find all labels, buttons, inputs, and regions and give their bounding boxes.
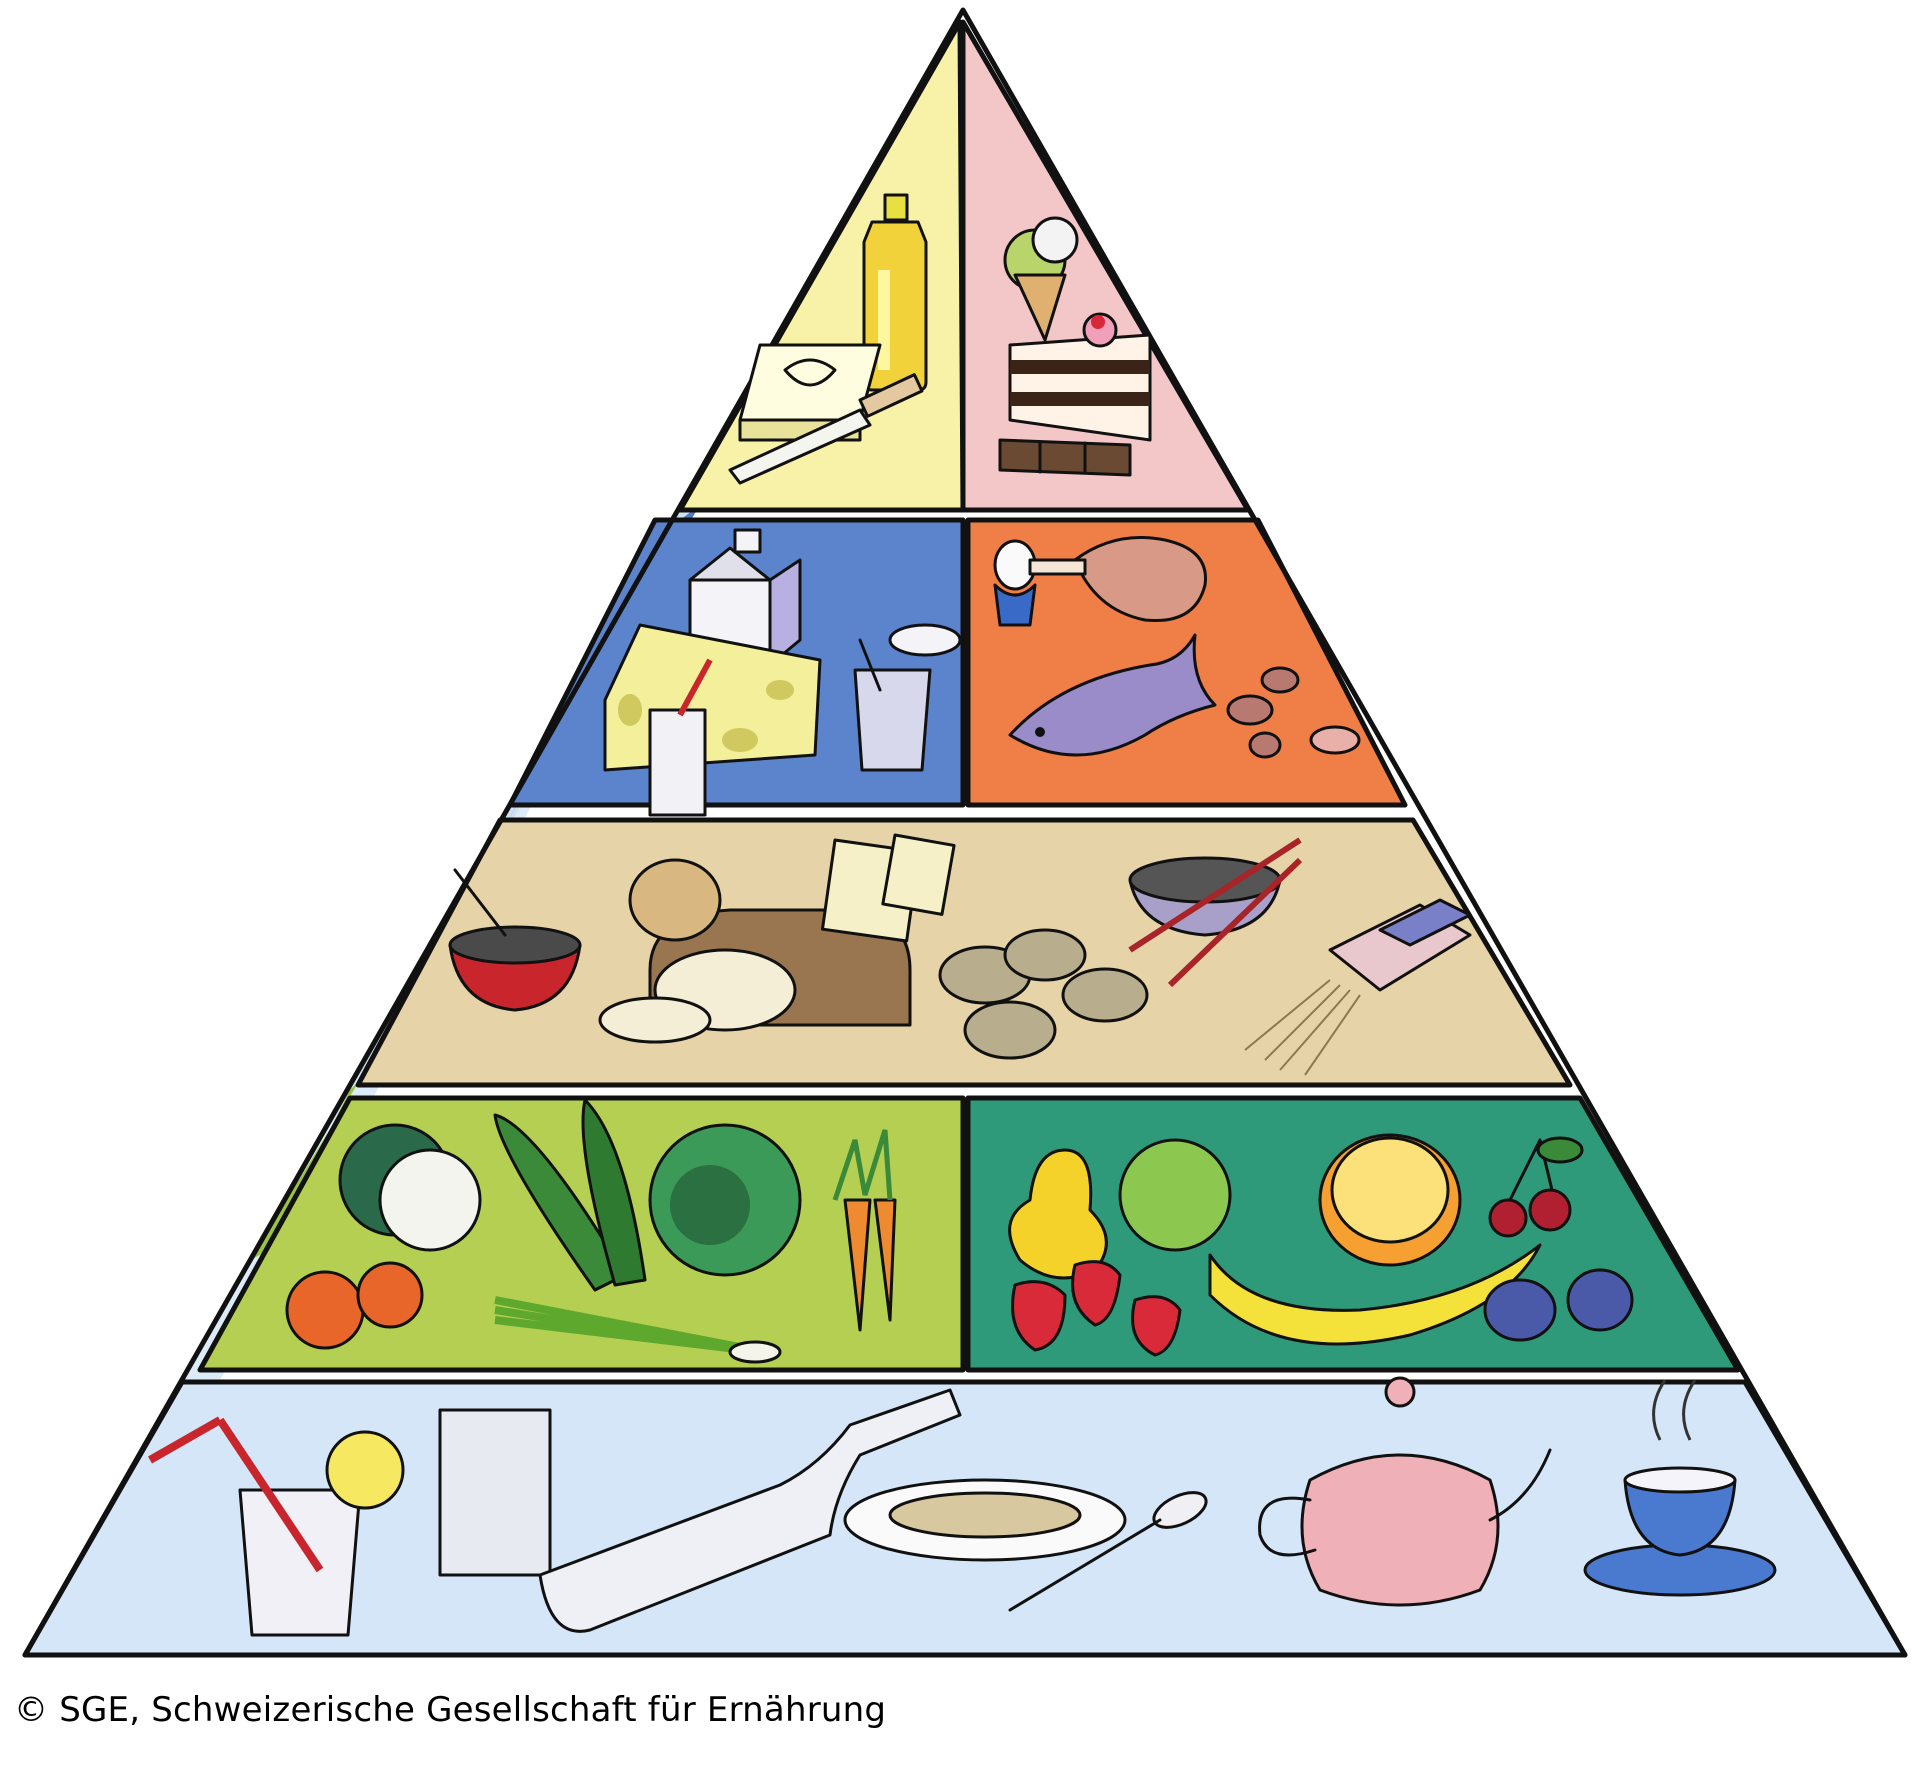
apple-icon — [1118, 1138, 1232, 1252]
ham-icon — [1028, 536, 1207, 623]
yogurt-cup-icon — [853, 623, 962, 772]
pear-icon — [1008, 1148, 1108, 1280]
rice-bowl-chopsticks-icon — [1128, 837, 1303, 988]
teapot-icon — [1258, 1376, 1552, 1607]
tea-cup-icon — [1583, 1379, 1777, 1597]
cereal-bowl-icon — [448, 868, 582, 1012]
spoon-icon — [1008, 1491, 1208, 1612]
food-pyramid — [22, 7, 1908, 1658]
knife-icon — [728, 373, 924, 485]
copyright-notice: © SGE, Schweizerische Gesellschaft für E… — [14, 1690, 887, 1730]
tomatoes-icon — [285, 1261, 424, 1350]
potatoes-icon — [938, 928, 1149, 1060]
orange-half-icon — [1318, 1133, 1462, 1267]
glass-with-straw-icon — [148, 1416, 362, 1637]
strawberries-icon — [1011, 1260, 1182, 1357]
boiled-egg-icon — [993, 539, 1037, 627]
soup-plate-icon — [843, 1478, 1127, 1562]
lemon-slice-icon — [325, 1430, 405, 1510]
beans-icon — [1226, 666, 1361, 759]
banana-icon — [1208, 1243, 1542, 1346]
chocolate-bar-icon — [998, 438, 1132, 477]
ice-cream-cone-icon — [1003, 216, 1079, 342]
crackers-icon — [820, 833, 956, 943]
spaghetti-icon — [1244, 898, 1472, 1076]
cauliflower-icon — [338, 1123, 482, 1252]
carrots-icon — [832, 1129, 897, 1332]
zucchini-icon — [493, 1098, 647, 1292]
bread-loaf-icon — [598, 858, 912, 1044]
cake-slice-icon — [1008, 312, 1152, 442]
spring-onions-icon — [494, 1296, 782, 1364]
lettuce-icon — [648, 1123, 802, 1277]
water-glass-icon — [438, 1408, 552, 1577]
plums-icon — [1483, 1268, 1634, 1342]
water-bottle-icon — [538, 1388, 962, 1633]
milk-glass-icon — [648, 658, 713, 817]
cherries-icon — [1488, 1136, 1584, 1238]
fish-icon — [1008, 633, 1217, 757]
